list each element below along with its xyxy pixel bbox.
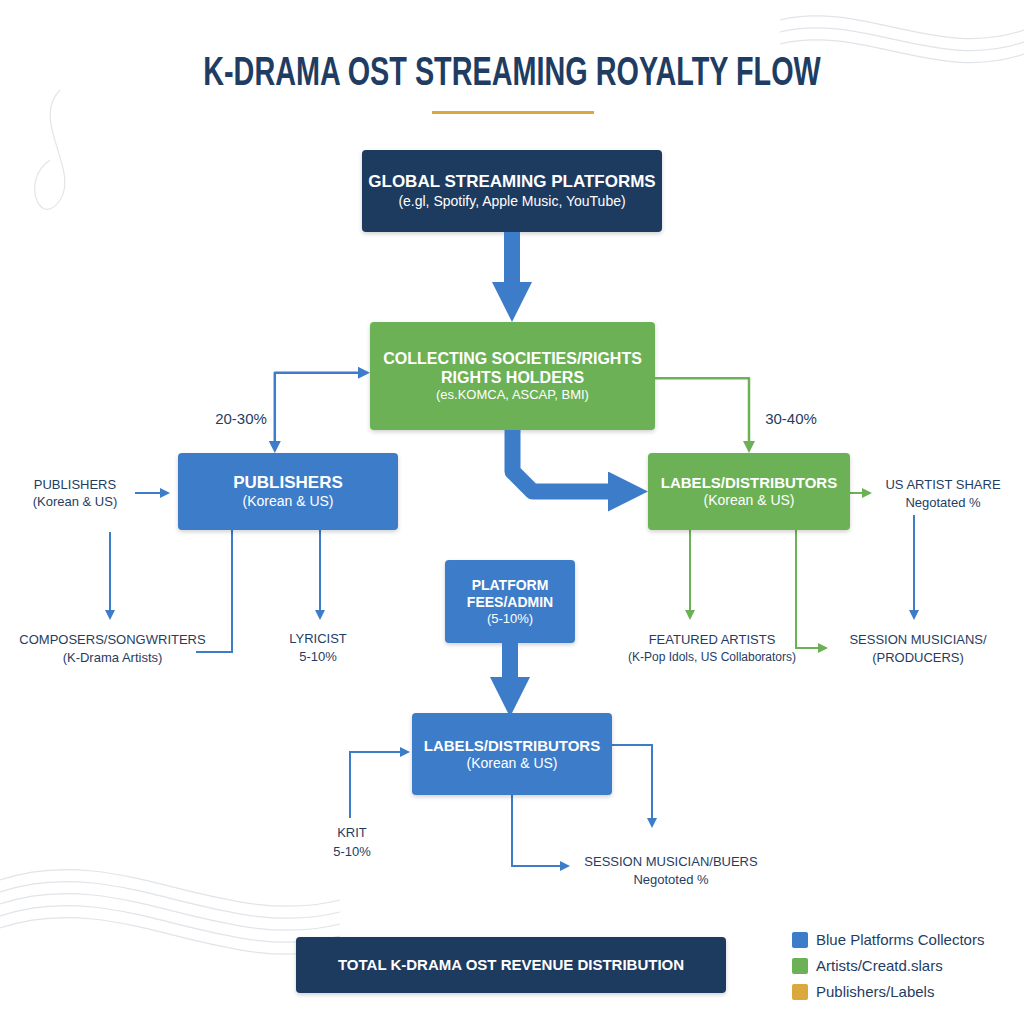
node-subtext: (es.KOMCA, ASCAP, BMI)	[436, 387, 589, 403]
leader-arrow	[109, 532, 111, 610]
leader-lines	[110, 493, 914, 866]
node-heading: GLOBAL STREAMING PLATFORMS	[368, 172, 655, 192]
legend-row: Artists/Creatd.slars	[792, 957, 943, 974]
recipient-label: SESSION MUSICIANS/	[828, 633, 1008, 648]
title-underline	[432, 111, 594, 114]
recipient-label: US ARTIST SHARE	[868, 478, 1018, 493]
split-connector	[275, 373, 358, 441]
node-subtext: (Korean & US)	[466, 755, 557, 772]
node-subtext: (e.gl, Spotify, Apple Music, YouTube)	[398, 193, 625, 210]
node-subtext: (5-10%)	[487, 611, 533, 627]
share-percentage: 30-40%	[756, 410, 826, 427]
side-label: PUBLISHERS	[15, 478, 135, 493]
leader-arrow	[135, 492, 160, 494]
share-value: Negotated %	[868, 496, 1018, 511]
node-heading: COLLECTING SOCIETIES/RIGHTS RIGHTS HOLDE…	[376, 349, 649, 387]
summary-box: TOTAL K-DRAMA OST REVENUE DISTRIBUTION	[296, 937, 726, 993]
leader-arrow	[689, 530, 691, 610]
publisher-box: PUBLISHERS(Korean & US)	[178, 453, 398, 530]
share-value: Negototed %	[566, 873, 776, 888]
side-label: (Korean & US)	[15, 495, 135, 510]
share-value: 5-10%	[310, 845, 394, 860]
legend-swatch	[792, 984, 808, 1000]
legend-row: Publishers/Labels	[792, 983, 934, 1000]
recipient-label: FEATURED ARTISTS	[602, 633, 822, 648]
source-box: GLOBAL STREAMING PLATFORMS(e.gl, Spotify…	[362, 150, 662, 232]
leader-arrow	[796, 530, 818, 648]
fee-box: PLATFORM FEES/ADMIN(5-10%)	[445, 560, 575, 643]
legend-swatch	[792, 932, 808, 948]
label-box: LABELS/DISTRIBUTORS(Korean & US)	[648, 453, 850, 530]
legend-text: Publishers/Labels	[816, 983, 934, 1000]
recipient-label: (PRODUCERS)	[828, 651, 1008, 666]
leader-arrow	[319, 530, 321, 610]
leader-arrow	[512, 795, 560, 866]
node-subtext: (Korean & US)	[242, 493, 333, 510]
legend-row: Blue Platforms Collectors	[792, 931, 984, 948]
diagram-title: K-DRAMA OST STREAMING ROYALTY FLOW	[143, 48, 880, 94]
main-flow-arrow	[504, 232, 520, 282]
staff-decoration	[0, 16, 1024, 954]
share-percentage: 20-30%	[206, 410, 276, 427]
recipient-label: COMPOSERS/SONGWRITERS	[5, 633, 220, 648]
legend-text: Blue Platforms Collectors	[816, 931, 984, 948]
node-subtext: (Korean & US)	[703, 492, 794, 509]
recipient-label: LYRICIST	[268, 632, 368, 647]
share-value: 5-10%	[268, 650, 368, 665]
recipient-label: (K-Pop Idols, US Collaborators)	[582, 651, 842, 665]
leader-arrow	[350, 752, 400, 818]
node-heading: PUBLISHERS	[233, 473, 343, 493]
node-heading: LABELS/DISTRIBUTORS	[424, 737, 600, 755]
legend-swatch	[792, 958, 808, 974]
recipient-label: KRIT	[310, 826, 394, 841]
legend-text: Artists/Creatd.slars	[816, 957, 943, 974]
leader-arrow	[607, 745, 652, 818]
split-connector	[655, 378, 749, 441]
leader-arrow	[913, 515, 915, 610]
leader-arrow	[848, 492, 862, 494]
main-flow-arrow	[513, 430, 609, 492]
collector-box: COLLECTING SOCIETIES/RIGHTS RIGHTS HOLDE…	[370, 322, 655, 430]
node-heading: LABELS/DISTRIBUTORS	[661, 474, 837, 492]
node-heading: TOTAL K-DRAMA OST REVENUE DISTRIBUTION	[338, 956, 684, 974]
label-box: LABELS/DISTRIBUTORS(Korean & US)	[412, 713, 612, 795]
node-heading: PLATFORM FEES/ADMIN	[451, 577, 569, 611]
recipient-label: SESSION MUSICIAN/BUERS	[566, 855, 776, 870]
main-flow-arrow	[502, 643, 518, 677]
recipient-label: (K-Drama Artists)	[5, 651, 220, 666]
